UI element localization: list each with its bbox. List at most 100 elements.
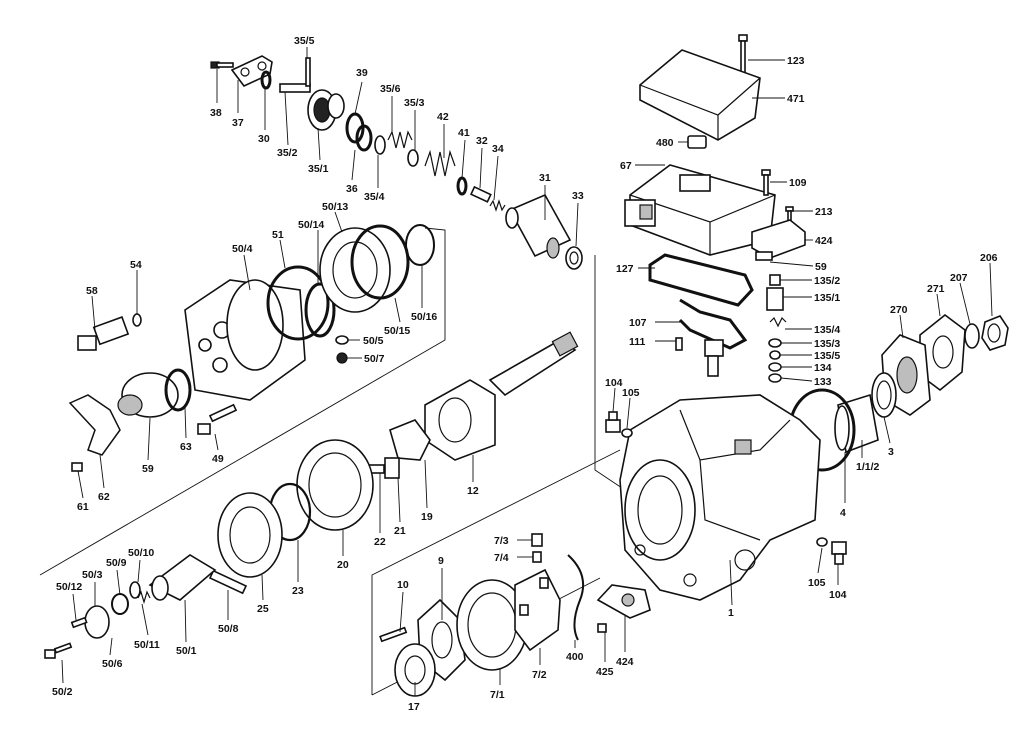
part-49-screw xyxy=(197,403,238,435)
part-480-connector xyxy=(687,135,707,149)
label-50-3: 50/3 xyxy=(82,569,103,581)
label-123: 123 xyxy=(787,55,805,67)
label-424-bottom: 424 xyxy=(616,656,634,668)
part-36-oring xyxy=(355,124,373,152)
part-25-bearing xyxy=(217,492,283,578)
leader-lines xyxy=(61,47,993,696)
part-424-sensor xyxy=(751,219,806,261)
part-107-harness xyxy=(678,298,748,377)
label-17: 17 xyxy=(408,701,420,713)
label-50-13: 50/13 xyxy=(322,201,348,213)
label-34: 34 xyxy=(492,143,504,155)
label-10: 10 xyxy=(397,579,409,591)
part-61-screw xyxy=(71,462,83,472)
part-12-shaft xyxy=(424,331,579,461)
part-21-block xyxy=(384,457,400,479)
part-35-3-washer xyxy=(407,149,419,167)
part-37-flange xyxy=(230,55,273,87)
label-50-1: 50/1 xyxy=(176,645,197,657)
part-105-washer-left xyxy=(621,428,633,438)
label-111: 111 xyxy=(629,336,646,348)
part-35-4-washer xyxy=(374,135,386,155)
part-42-spring xyxy=(424,149,456,177)
part-50-14-oring xyxy=(304,282,336,338)
part-104-plug-left xyxy=(605,411,621,433)
part-35-2-pin xyxy=(279,83,311,93)
label-107: 107 xyxy=(629,317,647,329)
label-30: 30 xyxy=(258,133,270,145)
part-50-2-screw xyxy=(44,642,73,659)
label-25: 25 xyxy=(257,603,269,615)
label-51: 51 xyxy=(272,229,284,241)
label-133: 133 xyxy=(814,376,832,388)
label-3: 3 xyxy=(888,446,894,458)
label-271: 271 xyxy=(927,283,945,295)
label-4: 4 xyxy=(840,507,846,519)
part-50-16-ring xyxy=(405,224,435,266)
label-50-11: 50/11 xyxy=(134,639,160,651)
label-42: 42 xyxy=(437,111,449,123)
label-36: 36 xyxy=(346,183,358,195)
label-35-5: 35/5 xyxy=(294,35,315,47)
part-63-oring xyxy=(164,368,192,412)
label-50-2: 50/2 xyxy=(52,686,73,698)
label-135-3: 135/3 xyxy=(814,338,840,350)
part-35-1-body xyxy=(307,89,345,131)
part-35-5-pin xyxy=(305,57,311,87)
label-471: 471 xyxy=(787,93,805,105)
label-127: 127 xyxy=(616,263,634,275)
part-207-washer xyxy=(964,323,980,349)
part-19-key-plate xyxy=(389,419,431,461)
label-63: 63 xyxy=(180,441,192,453)
label-22: 22 xyxy=(374,536,386,548)
part-33-ring xyxy=(565,246,583,270)
label-270: 270 xyxy=(890,304,908,316)
part-7-2-roller-ring xyxy=(514,568,561,652)
part-51-oring xyxy=(266,265,330,341)
part-105-washer-right xyxy=(816,537,828,547)
part-50-15-oring xyxy=(350,224,410,300)
label-135-1: 135/1 xyxy=(814,292,840,304)
label-105-right: 105 xyxy=(808,577,826,589)
part-54-washer xyxy=(132,313,142,327)
part-50-5-valve xyxy=(335,335,349,345)
label-35-4: 35/4 xyxy=(364,191,385,203)
part-50-9-oring xyxy=(111,593,129,615)
part-424-sensor-bottom xyxy=(596,584,651,619)
label-424-top: 424 xyxy=(815,235,833,247)
label-58: 58 xyxy=(86,285,98,297)
part-4-bearing xyxy=(834,393,879,454)
label-213: 213 xyxy=(815,206,833,218)
label-31: 31 xyxy=(539,172,551,184)
label-206: 206 xyxy=(980,252,998,264)
label-105-left: 105 xyxy=(622,387,640,399)
part-31-sleeve xyxy=(505,193,572,259)
label-54: 54 xyxy=(130,259,142,271)
label-38: 38 xyxy=(210,107,222,119)
label-109: 109 xyxy=(789,177,807,189)
label-50-14: 50/14 xyxy=(298,219,324,231)
label-32: 32 xyxy=(476,135,488,147)
part-135-valve-stack xyxy=(766,274,787,383)
part-59-actuator xyxy=(117,372,179,418)
part-62-bracket xyxy=(68,394,121,456)
label-1-1-2: 1/1/2 xyxy=(856,461,880,473)
label-50-7: 50/7 xyxy=(364,353,385,365)
label-207: 207 xyxy=(950,272,968,284)
label-61: 61 xyxy=(77,501,89,513)
part-50-4-head xyxy=(184,279,306,401)
label-135-2: 135/2 xyxy=(814,275,840,287)
part-7-3-roller xyxy=(531,533,543,547)
part-206-nut xyxy=(981,315,1009,351)
label-50-12: 50/12 xyxy=(56,581,82,593)
label-9: 9 xyxy=(438,555,444,567)
label-480: 480 xyxy=(656,137,674,149)
label-59-top: 59 xyxy=(815,261,827,273)
part-471-cover xyxy=(639,49,761,141)
label-19: 19 xyxy=(421,511,433,523)
part-127-gasket xyxy=(648,253,754,307)
label-49: 49 xyxy=(212,453,224,465)
label-62: 62 xyxy=(98,491,110,503)
